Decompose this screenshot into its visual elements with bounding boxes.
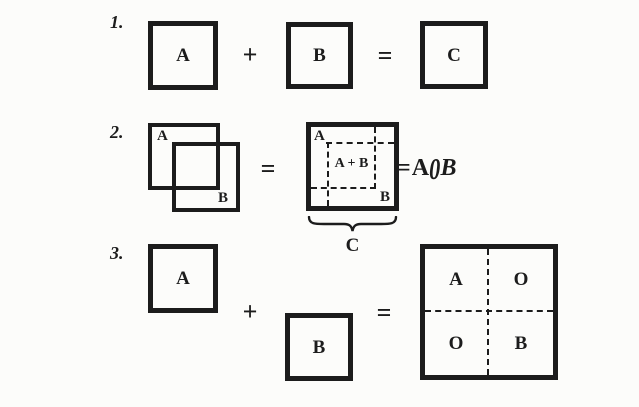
row2-union-box-label-a: A [314,128,325,144]
row2-union-box-label-b: B [379,188,390,205]
row1-equals-sign: = [377,41,393,70]
dashed-line-vertical-divider [487,249,489,375]
dashed-line-b-left-edge [327,142,329,206]
row1-square-a-label: A [176,45,190,66]
underbrace-icon [307,216,398,232]
row2-number: 2. [110,122,124,142]
row3-square-a: A [148,244,218,313]
quadrant-top-left-label: A [449,268,463,290]
row2-overlap-square-a: A [148,123,220,190]
quadrant-bottom-right: B [489,312,553,375]
dashed-line-b-top-edge [326,142,394,144]
quadrant-bottom-left-label: O [448,332,464,354]
quadrant-bottom-right-label: B [514,332,528,354]
row3-square-b: B [285,313,353,381]
quadrant-top-right-label: O [513,268,529,290]
row2-overlap-square-a-label: A [157,128,168,144]
row3-square-a-label: A [176,268,190,289]
row1-number: 1. [110,12,124,32]
row2-brace-label-c: C [345,235,360,256]
formula-equals: = [397,155,411,181]
row3-block-matrix: A O O B [420,244,558,380]
row1-square-c: C [420,21,488,89]
quadrant-top-left: A [425,249,487,310]
row2-equals-sign: = [260,154,276,183]
row2-overlap-square-b: B [172,142,240,212]
formula-b: B [440,155,457,181]
dashed-line-horizontal-divider [425,310,553,312]
row2-union-overlap-label: A + B [334,156,369,171]
row1-square-c-label: C [447,44,461,66]
row3-equals-sign: = [376,298,392,327]
formula-a: A [411,155,430,181]
row1-square-b: B [286,22,353,89]
row3-number: 3. [110,243,124,263]
row3-plus-sign: + [242,297,258,326]
dashed-line-a-right-edge [374,127,376,189]
row2-overlap-square-b-label: B [217,189,228,206]
quadrant-bottom-left: O [425,312,487,375]
dashed-line-a-bottom-edge [311,187,376,189]
row1-plus-sign: + [242,40,258,69]
row1-square-b-label: B [313,45,326,66]
quadrant-top-right: O [489,249,553,310]
formula-operator: 0 [429,150,441,186]
row3-square-b-label: B [312,336,326,358]
row2-union-box: A A + B B [306,122,399,211]
row1-square-a: A [148,21,218,90]
